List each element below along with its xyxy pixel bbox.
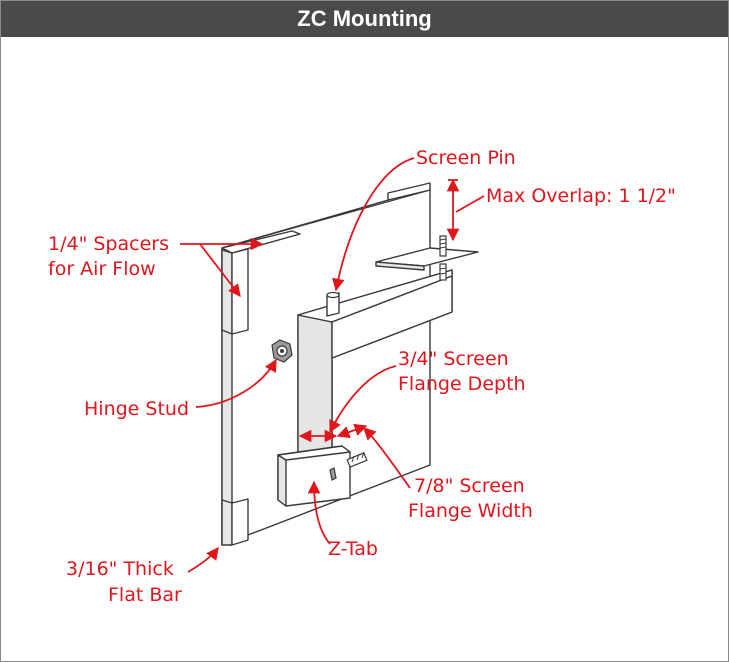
label-flange-width-line1: 7/8" Screen <box>414 475 525 497</box>
z-tab-leader <box>307 480 331 545</box>
overlap-plate <box>375 235 479 281</box>
label-screen-pin: Screen Pin <box>416 147 516 169</box>
hinge-stud-leader <box>195 358 277 408</box>
label-z-tab: Z-Tab <box>328 538 378 560</box>
label-flat-bar-line2: Flat Bar <box>108 584 182 606</box>
label-flange-depth-line1: 3/4" Screen <box>398 348 509 370</box>
flange-depth-leader <box>329 365 397 434</box>
spacer-bottom <box>221 498 249 546</box>
spacer-top-right <box>387 182 431 201</box>
label-flange-width-line2: Flange Width <box>408 500 533 522</box>
hinge-stud <box>271 339 293 363</box>
max-overlap-leader <box>455 195 485 213</box>
label-spacers-line1: 1/4" Spacers <box>48 233 169 255</box>
label-max-overlap: Max Overlap: 1 1/2" <box>486 185 676 207</box>
label-hinge-stud: Hinge Stud <box>84 398 189 420</box>
label-spacers-line2: for Air Flow <box>48 258 156 280</box>
screen-flange <box>297 269 453 453</box>
screen-pin <box>326 291 340 317</box>
label-flange-depth-line2: Flange Depth <box>398 373 526 395</box>
z-tab <box>277 445 368 507</box>
flange-width-leader <box>363 427 411 489</box>
flange-width-dimension <box>336 423 368 439</box>
label-flat-bar-line1: 3/16" Thick <box>66 558 174 580</box>
diagram-title: ZC Mounting <box>1 1 728 37</box>
flat-bar-leader <box>187 546 219 573</box>
screen-pin-leader <box>332 157 415 292</box>
max-overlap-dimension <box>446 178 460 242</box>
